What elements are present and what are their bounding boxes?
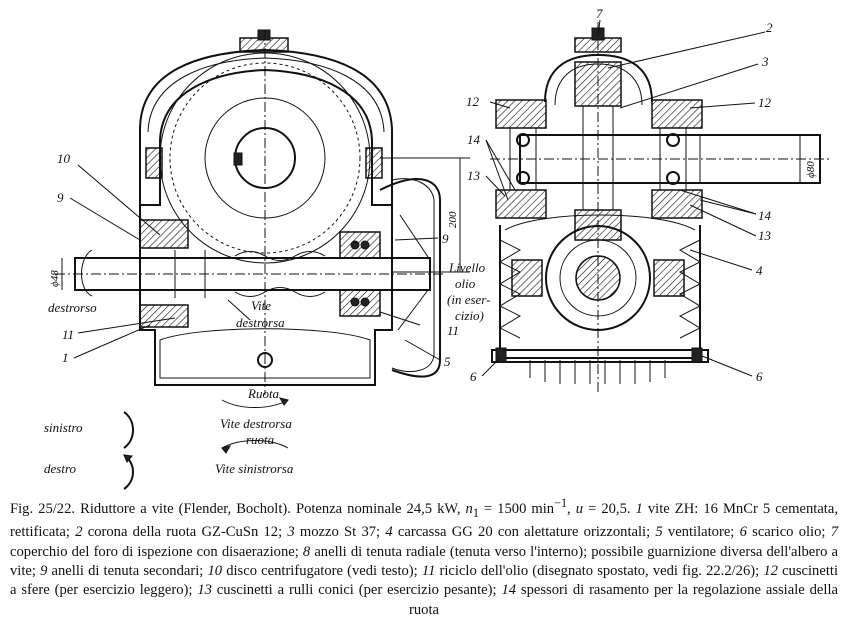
label-livello-1: Livello [448, 260, 486, 275]
caption-text: scarico olio; [746, 524, 831, 541]
legend-ruota-mid: ruota [246, 432, 275, 447]
label-1: 1 [62, 350, 69, 365]
label-9-mid: 9 [442, 231, 449, 246]
caption-text: anelli di tenuta radiale (tenuta verso l… [10, 543, 839, 579]
label-12-right: 12 [758, 95, 772, 110]
label-livello-2: olio [455, 276, 476, 291]
right-section-view: 7 2 3 12 12 14 13 ϕ80 14 13 4 6 6 [466, 6, 830, 395]
gear-reducer-drawing: 10 9 destrorso 11 1 ϕ48 200 9 Vite destr… [44, 6, 830, 490]
caption-text: spessori di rasamento per la regolazione… [409, 582, 838, 618]
legend-destro: destro [44, 461, 77, 476]
caption-text: corona della ruota GZ-CuSn 12; [82, 524, 288, 541]
label-14-right: 14 [758, 208, 772, 223]
caption-key: 13 [197, 582, 212, 599]
label-3: 3 [761, 54, 769, 69]
dim-phi80: ϕ80 [805, 161, 817, 178]
label-14-left: 14 [467, 132, 481, 147]
label-destrorso: destrorso [48, 300, 97, 315]
legend-vite-sinistrorsa: Vite sinistrorsa [215, 461, 294, 476]
label-vite-1: Vite [251, 298, 271, 313]
caption-text: anelli di tenuta secondari; [47, 562, 208, 579]
caption-key: 1 [635, 500, 643, 517]
label-12-left: 12 [466, 94, 480, 109]
cooling-fins [498, 239, 702, 384]
label-livello-3: (in eser- [447, 292, 490, 307]
caption-text: carcassa GG 20 con alettature orizzontal… [392, 524, 656, 541]
legend-sinistro: sinistro [44, 420, 83, 435]
caption-key: 11 [421, 562, 436, 579]
caption-sub-1: 1 [472, 505, 479, 520]
caption-key: 8 [302, 543, 311, 560]
dim-phi48: ϕ48 [49, 270, 61, 287]
caption-text: Riduttore a vite (Flender, Bocholt). Pot… [75, 500, 466, 517]
caption-key: 6 [739, 524, 747, 541]
label-13-left: 13 [467, 168, 481, 183]
caption-text: vite ZH: 16 MnCr 5 cementata, rettificat… [10, 500, 838, 541]
caption-key: 9 [40, 562, 48, 579]
caption-key: 2 [75, 524, 83, 541]
label-livello-4: cizio) [455, 308, 484, 323]
label-5: 5 [444, 354, 451, 369]
caption-key: 7 [830, 524, 838, 541]
caption-key: 12 [763, 562, 778, 579]
caption-text: ventilatore; [662, 524, 740, 541]
caption-text: , [567, 500, 576, 517]
label-6-right: 6 [756, 369, 763, 384]
caption-text: mozzo St 37; [294, 524, 386, 541]
label-11-left: 11 [62, 327, 74, 342]
label-10: 10 [57, 151, 71, 166]
caption-fig: Fig. 25/22. [10, 500, 76, 517]
caption-sup: −1 [554, 496, 568, 510]
caption-text: = 1500 min [478, 500, 555, 517]
caption-text: cuscinetti a rulli conici (per esercizio… [211, 582, 502, 599]
label-6-left: 6 [470, 369, 477, 384]
legend-vite-destrorsa: Vite destrorsa [220, 416, 292, 431]
label-7: 7 [596, 6, 603, 21]
caption-var-u: u [575, 500, 584, 517]
caption-key: 3 [287, 524, 295, 541]
caption-var-n: n [465, 500, 473, 517]
label-13-right: 13 [758, 228, 772, 243]
caption-key: 10 [207, 562, 223, 579]
label-11-mid: 11 [447, 323, 459, 338]
rotation-legend: Ruota sinistro Vite destrorsa ruota dest… [44, 386, 294, 490]
label-2: 2 [766, 20, 773, 35]
caption-key: 5 [655, 524, 663, 541]
caption-text: disco centrifugatore (vedi testo); [222, 562, 422, 579]
label-9-left: 9 [57, 190, 64, 205]
label-4: 4 [756, 263, 763, 278]
caption-text: = 20,5. [583, 500, 636, 517]
legend-ruota: Ruota [247, 386, 280, 401]
dim-200: 200 [447, 211, 459, 228]
left-section-view: 10 9 destrorso 11 1 ϕ48 200 9 Vite destr… [48, 29, 490, 395]
label-vite-2: destrorsa [236, 315, 285, 330]
caption-text: riciclo dell'olio (disegnato spostato, v… [435, 562, 764, 579]
figure-caption: Fig. 25/22. Riduttore a vite (Flender, B… [10, 494, 838, 620]
caption-text: cuscinetti a sfere (per esercizio legger… [10, 562, 838, 599]
caption-key: 4 [385, 524, 393, 541]
caption-key: 14 [501, 582, 517, 599]
caption-text: coperchio del foro di ispezione con disa… [10, 543, 303, 560]
